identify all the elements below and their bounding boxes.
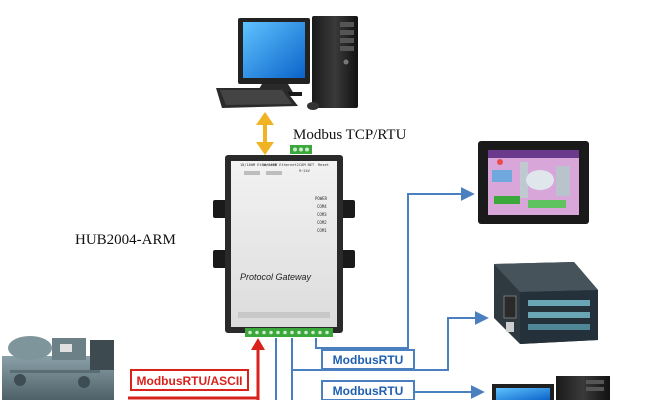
- gateway-model-label: HUB2004-ARM: [75, 232, 176, 248]
- led-com1-label: COM1: [317, 228, 327, 233]
- led-com2-label: COM2: [317, 220, 327, 225]
- gateway-device: 10/100M Ethernet1 10/100M Ethernet2 COM …: [213, 155, 355, 333]
- plc-module-icon: [494, 262, 598, 344]
- reset-label: Reset: [318, 163, 329, 167]
- led-com4-label: COM4: [317, 204, 327, 209]
- gateway-caption: Protocol Gateway: [240, 272, 312, 282]
- monitor-icon: [492, 376, 610, 400]
- led-com3-label: COM3: [317, 212, 327, 217]
- modbus-rtu-label-2: ModbusRTU: [333, 384, 404, 398]
- hmi-touchscreen-icon: [478, 141, 589, 224]
- power-in-label: 9~24V: [299, 169, 311, 173]
- modbus-rtu-label-1: ModbusRTU: [333, 353, 404, 367]
- ascii-connection-arrow: [128, 338, 265, 400]
- tcp-connection-arrow: [256, 112, 274, 155]
- modbus-rtu-box-1: ModbusRTU: [321, 349, 415, 370]
- top-terminal-block: [290, 145, 312, 154]
- protocol-top-label: Modbus TCP/RTU: [293, 127, 407, 143]
- modbus-ascii-box: ModbusRTU/ASCII: [130, 369, 249, 391]
- com-label: COM NET: [299, 163, 315, 167]
- modbus-ascii-label: ModbusRTU/ASCII: [137, 374, 243, 388]
- eth2-label: 10/100M Ethernet2: [262, 163, 299, 167]
- compressor-machine-icon: [2, 336, 114, 400]
- rtu-connection-lines: [275, 187, 489, 400]
- desktop-computer-icon: [216, 16, 358, 110]
- eth1-label: 10/100M Ethernet1: [240, 163, 277, 167]
- led-power-label: POWER: [315, 196, 328, 201]
- bottom-terminal-block: [245, 328, 333, 337]
- modbus-rtu-box-2: ModbusRTU: [321, 380, 415, 400]
